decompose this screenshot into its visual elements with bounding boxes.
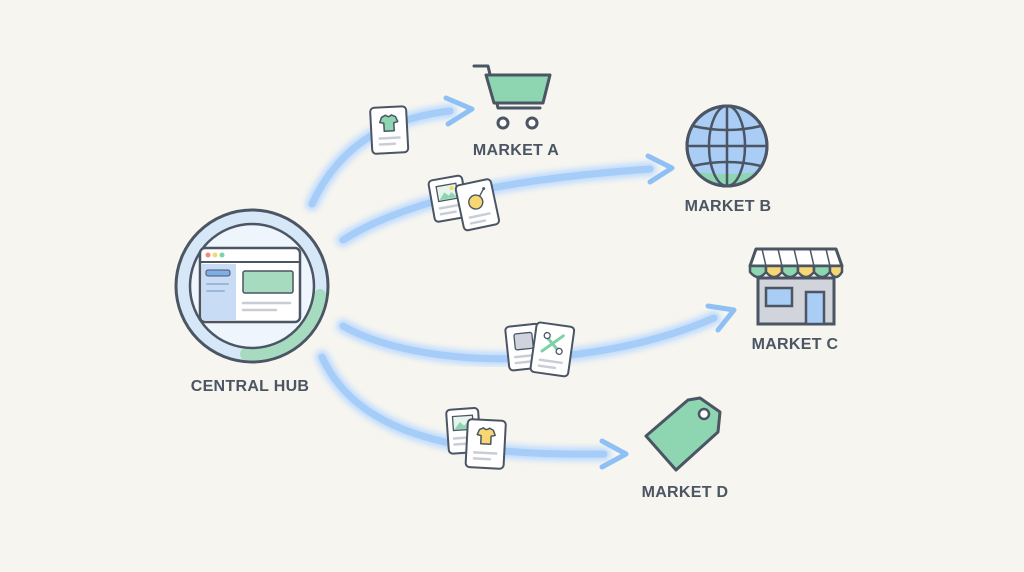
image-icon — [435, 182, 460, 203]
market-b-label: MARKET B — [684, 198, 772, 215]
product-card-tshirt-yellow — [464, 418, 507, 470]
price-tag-icon — [644, 396, 722, 472]
tools-icon — [540, 331, 565, 356]
tshirt-icon — [476, 427, 496, 445]
market-d-label: MARKET D — [641, 484, 729, 501]
product-card-tools — [529, 321, 576, 378]
browser-window-icon — [198, 246, 302, 324]
market-c-label: MARKET C — [751, 336, 839, 353]
market-a-label: MARKET A — [472, 142, 560, 159]
product-card-tshirt — [369, 105, 410, 155]
hub-progress-ring — [240, 289, 326, 361]
central-hub-label: CENTRAL HUB — [190, 378, 310, 395]
storefront-icon — [748, 247, 844, 326]
box-icon — [513, 331, 534, 351]
arrow-to-market-d — [315, 350, 629, 470]
product-card-badge — [454, 178, 501, 232]
globe-icon — [685, 104, 769, 188]
badge-icon — [468, 187, 486, 210]
central-hub — [174, 208, 330, 364]
shopping-cart-icon — [472, 64, 552, 130]
arrow-to-market-b — [336, 153, 675, 247]
tshirt-icon — [379, 114, 399, 133]
